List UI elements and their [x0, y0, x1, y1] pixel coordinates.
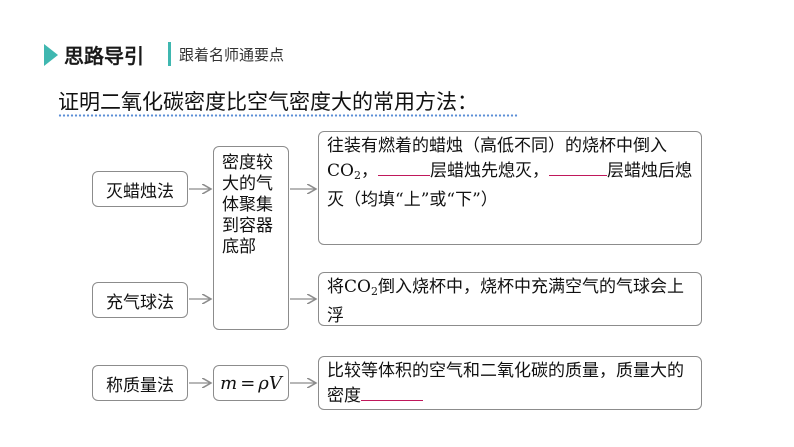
reason-line: 体聚集 [222, 195, 273, 215]
weigh-content: 比较等体积的空气和二氧化碳的质量，质量大的密度 [318, 356, 702, 410]
section-subtitle: 跟着名师通要点 [179, 46, 285, 64]
reason-line: 底部 [222, 237, 256, 257]
method-candle-label: 灭蜡烛法 [106, 181, 174, 202]
answer-blank-2[interactable] [548, 174, 607, 176]
balloon-text-1: 将CO [327, 277, 371, 297]
divider [168, 42, 171, 66]
question-wavy-underline [58, 114, 518, 117]
triangle-icon [44, 44, 58, 66]
balloon-content: 将CO2倒入烧杯中，烧杯中充满空气的气球会上浮 [318, 272, 702, 326]
weigh-text-1: 比较等体积的空气和二氧化碳的质量，质量大的密度 [327, 361, 684, 406]
method-candle: 灭蜡烛法 [92, 171, 188, 207]
co2-subscript: 2 [370, 285, 378, 298]
candle-content: 往装有燃着的蜡烛（高低不同）的烧杯中倒入CO2， 层蜡烛先熄灭，层蜡烛后熄灭（均填… [318, 131, 702, 245]
answer-blank-3[interactable] [361, 399, 423, 401]
candle-text-2: ， [360, 161, 378, 181]
answer-blank-1[interactable] [377, 174, 430, 176]
formula-rho: ρ [258, 372, 269, 394]
co2-subscript: 2 [353, 169, 361, 182]
candle-text-3: 层蜡烛先熄灭， [429, 161, 549, 181]
method-weigh: 称质量法 [92, 365, 188, 401]
reason-line: 大的气 [222, 174, 273, 194]
method-weigh-label: 称质量法 [106, 375, 174, 396]
formula-box: m = ρ V [213, 365, 289, 401]
balloon-text-2: 倒入烧杯中，烧杯中充满空气的气球会上浮 [327, 277, 684, 326]
candle-text-4: 层蜡烛后熄灭（均填“上”或“下”） [327, 161, 692, 210]
formula-eq: = [240, 372, 256, 394]
reason-line: 密度较 [222, 153, 273, 173]
reason-line: 到容器 [222, 216, 273, 236]
candle-text-1: 往装有燃着的蜡烛（高低不同）的烧杯中倒入CO [327, 136, 667, 181]
question-text: 证明二氧化碳密度比空气密度大的常用方法： [58, 90, 478, 114]
method-balloon-label: 充气球法 [106, 292, 174, 313]
formula-m: m [220, 372, 238, 394]
method-balloon: 充气球法 [92, 282, 188, 318]
section-title: 思路导引 [64, 44, 144, 68]
reason-box: 密度较 大的气 体聚集 到容器 底部 [213, 146, 289, 330]
formula-v: V [268, 372, 282, 394]
